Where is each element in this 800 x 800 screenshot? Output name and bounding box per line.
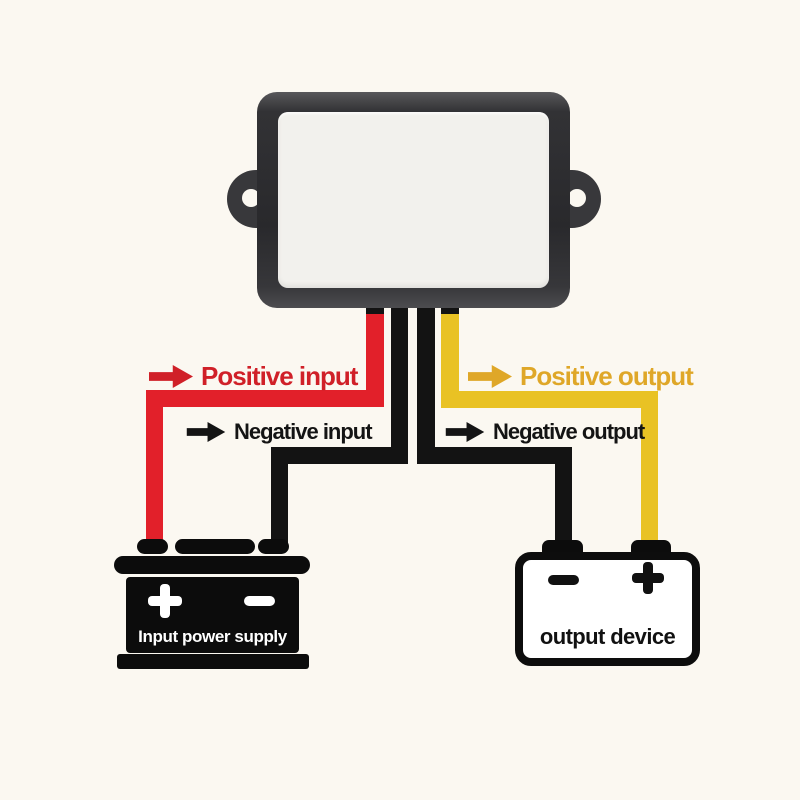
minus-icon	[548, 575, 579, 585]
plus-icon	[632, 562, 664, 594]
negative-output-text: Negative output	[493, 419, 645, 444]
negative-input-text: Negative input	[234, 419, 373, 444]
output-terminal-positive	[631, 540, 671, 554]
positive-output-label: Positive output	[468, 361, 694, 392]
output-terminal-negative	[542, 540, 583, 554]
negative-input-wire-vertical	[391, 297, 408, 464]
positive-input-wire-vertical	[366, 314, 384, 407]
battery-terminal-positive	[137, 539, 168, 554]
battery-top-bar	[114, 556, 310, 574]
output-device-label: output device	[539, 624, 676, 649]
negative-output-wire-vertical	[417, 297, 435, 464]
right-arrow-icon	[445, 422, 485, 442]
negative-output-wire-horizontal	[417, 447, 572, 464]
minus-icon	[244, 596, 275, 606]
positive-output-wire-drop	[641, 391, 658, 543]
positive-output-wire-vertical	[441, 314, 459, 407]
negative-output-label: Negative output	[445, 419, 645, 445]
battery-terminal-negative	[258, 539, 289, 554]
positive-output-text: Positive output	[520, 361, 694, 391]
converter-module-face	[278, 112, 549, 288]
positive-input-text: Positive input	[201, 361, 358, 391]
right-arrow-icon	[149, 365, 193, 388]
negative-input-wire-horizontal	[271, 447, 408, 464]
output-device: output device	[515, 552, 700, 666]
battery-base-bar	[117, 654, 309, 669]
negative-input-label: Negative input	[186, 419, 373, 445]
right-arrow-icon	[468, 365, 512, 388]
plus-icon	[148, 584, 182, 618]
right-mounting-hole	[568, 189, 586, 207]
converter-module	[257, 92, 570, 308]
input-power-supply: Input power supply	[126, 577, 299, 653]
positive-input-label: Positive input	[149, 361, 358, 392]
positive-output-wire-horizontal	[441, 391, 658, 408]
left-mounting-hole	[242, 189, 260, 207]
negative-output-wire-drop	[555, 447, 572, 546]
positive-input-wire-horizontal	[146, 390, 384, 407]
right-arrow-icon	[186, 422, 226, 442]
input-power-supply-label: Input power supply	[138, 627, 287, 646]
positive-input-wire-drop	[146, 390, 163, 546]
negative-input-wire-drop	[271, 447, 288, 546]
battery-cap-bar	[175, 539, 255, 554]
